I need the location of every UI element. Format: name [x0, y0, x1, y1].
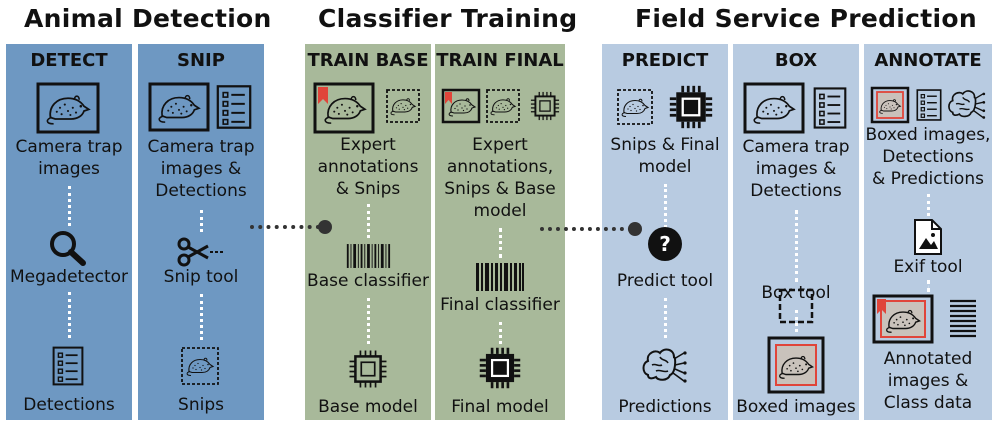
- annotated-boxed-image-icon: [872, 294, 934, 344]
- flow-connector: [200, 210, 203, 232]
- train-final-tool-label: Final classifier: [440, 295, 560, 315]
- train-final-output-label: Final model: [451, 397, 549, 417]
- column-title-detect: DETECT: [30, 50, 108, 71]
- connector-snip-to-train: [250, 225, 320, 229]
- snip-image-icon: [181, 347, 219, 385]
- flow-connector: [664, 298, 667, 338]
- column-title-predict: PREDICT: [621, 50, 709, 71]
- train-base-tool-label: Base classifier: [307, 271, 429, 291]
- flow-connector: [499, 322, 502, 344]
- image-file-icon: [914, 219, 942, 255]
- column-title-annotate: ANNOTATE: [874, 50, 982, 71]
- flow-connector: [200, 294, 203, 340]
- group-title-animal-detection: Animal Detection: [24, 4, 272, 33]
- flow-connector: [367, 298, 370, 344]
- flow-connector: [927, 194, 930, 216]
- camera-trap-image-icon: [36, 82, 100, 134]
- boxed-image-icon: [870, 86, 910, 124]
- detections-list-icon: [813, 87, 847, 129]
- detect-tool-label: Megadetector: [9, 267, 129, 287]
- scissors-icon: [177, 237, 224, 267]
- column-title-train-base: TRAIN BASE: [307, 50, 429, 71]
- flow-connector: [795, 210, 798, 282]
- brain-icon: [947, 89, 987, 120]
- detections-list-icon: [216, 85, 252, 129]
- flow-connector: [68, 292, 71, 338]
- column-title-train-final: TRAIN FINAL: [436, 50, 564, 71]
- column-annotate: ANNOTATE Boxed images,Detections& Predic…: [864, 44, 992, 420]
- box-output-label: Boxed images: [736, 397, 856, 417]
- flow-connector: [367, 204, 370, 238]
- group-title-field-service-prediction: Field Service Prediction: [635, 4, 977, 33]
- box-tool-label: Box tool: [761, 283, 831, 303]
- detections-list-icon: [52, 346, 84, 386]
- class-data-lines-icon: [950, 299, 976, 338]
- detect-output-label: Detections: [23, 395, 115, 415]
- detections-list-icon: [916, 89, 942, 121]
- group-title-classifier-training: Classifier Training: [318, 4, 578, 33]
- flow-connector: [499, 228, 502, 258]
- snip-tool-label: Snip tool: [163, 267, 239, 287]
- flow-connector: [795, 310, 798, 332]
- connector-endpoint: [318, 220, 332, 234]
- flow-connector: [927, 280, 930, 292]
- flow-connector: [664, 184, 667, 228]
- camera-trap-image-icon: [148, 82, 210, 132]
- predict-output-label: Predictions: [618, 397, 712, 417]
- snip-image-icon: [617, 89, 653, 125]
- column-title-box: BOX: [774, 50, 818, 71]
- magnifier-icon: [50, 231, 86, 266]
- svg-text:?: ?: [659, 232, 671, 256]
- column-title-snip: SNIP: [177, 50, 225, 71]
- flow-connector: [68, 186, 71, 226]
- annotate-input-label: Boxed images,Detections& Predictions: [865, 125, 991, 189]
- question-icon: ?: [648, 227, 682, 261]
- chip-bold-icon: [668, 84, 714, 130]
- train-base-output-label: Base model: [318, 397, 418, 417]
- snip-image-icon: [386, 89, 420, 123]
- snip-image-icon: [486, 89, 520, 123]
- chip-icon: [348, 349, 388, 389]
- camera-trap-image-icon: [743, 82, 805, 134]
- connector-train-to-predict: [540, 227, 632, 231]
- dashed-box-icon: [778, 288, 814, 324]
- barcode-icon: [346, 244, 391, 268]
- chip-icon: [529, 90, 561, 122]
- chip-bold-icon: [478, 346, 522, 390]
- connector-endpoint: [628, 222, 642, 236]
- snip-output-label: Snips: [178, 395, 224, 415]
- annotated-image-icon: [441, 88, 481, 124]
- annotated-image-icon: [313, 82, 375, 134]
- barcode-icon: [476, 263, 524, 291]
- predict-tool-label: Predict tool: [616, 271, 714, 291]
- annotate-tool-label: Exif tool: [893, 257, 963, 277]
- brain-icon: [642, 348, 688, 384]
- boxed-image-icon: [767, 336, 825, 394]
